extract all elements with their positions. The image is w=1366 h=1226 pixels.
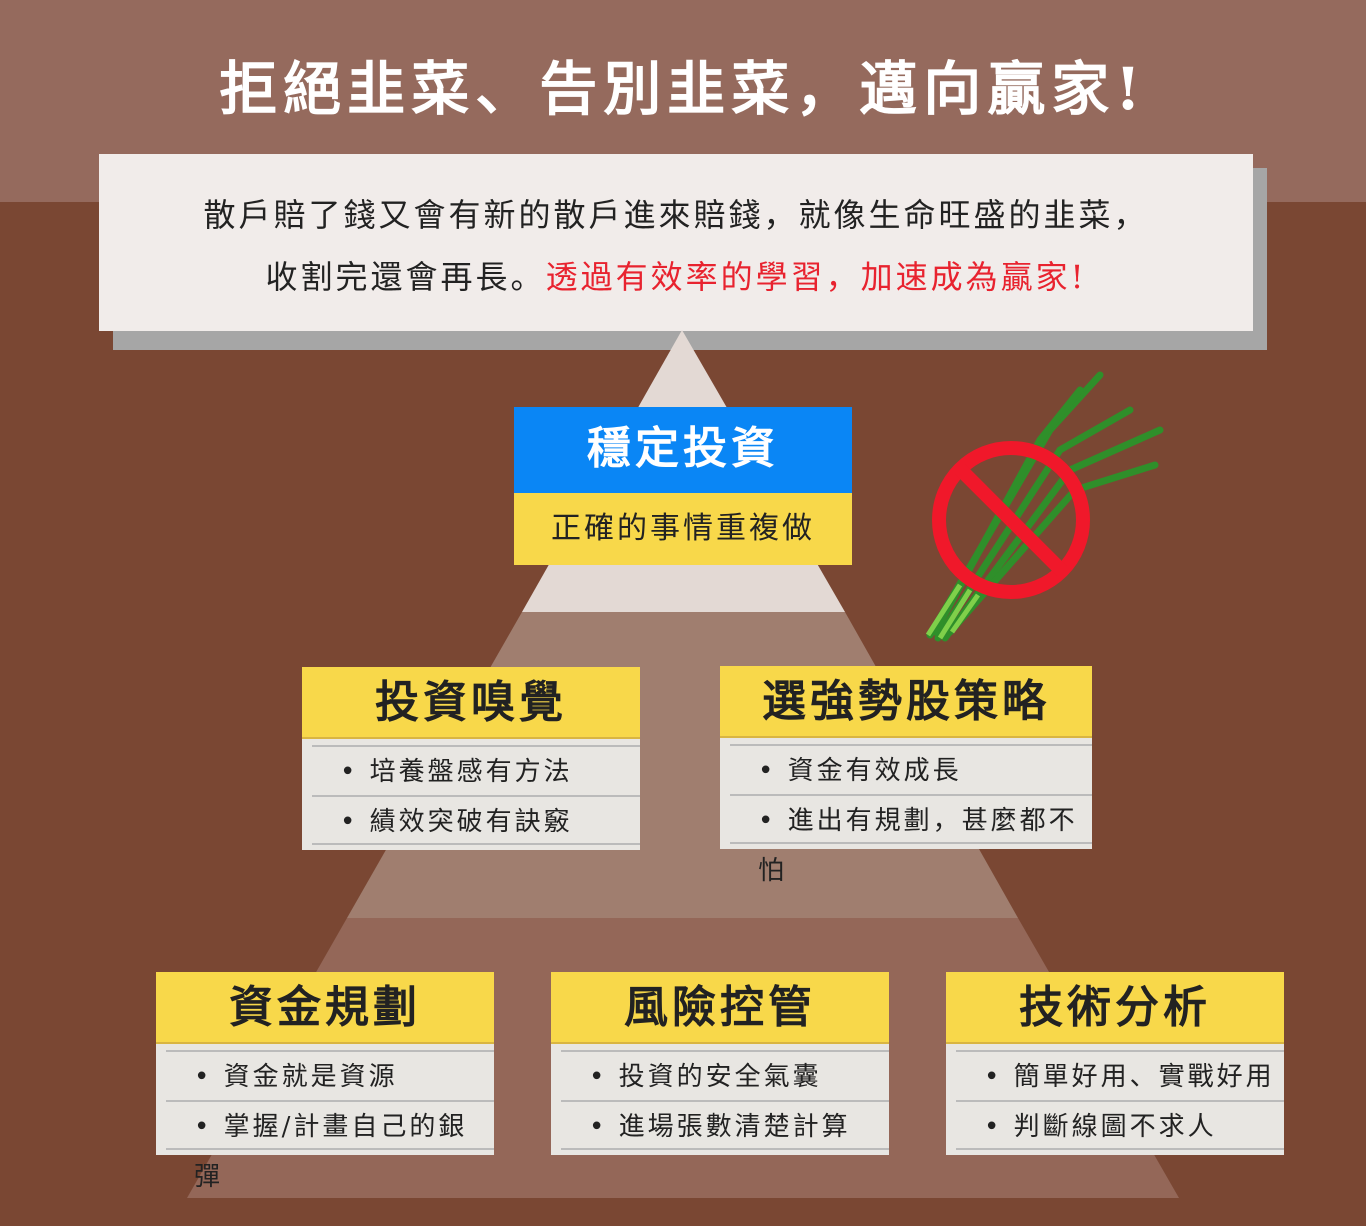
intro-line-1: 散戶賠了錢又會有新的散戶進來賠錢，就像生命旺盛的韭菜， (203, 196, 1149, 234)
list-item: • 進場張數清楚計算 (561, 1100, 889, 1150)
card-technical-analysis: 技術分析 • 簡單好用、實戰好用• 判斷線圖不求人 (946, 972, 1284, 1155)
card-heading: 投資嗅覺 (302, 667, 640, 739)
list-item: • 判斷線圖不求人 (956, 1100, 1284, 1150)
card-investment-sense: 投資嗅覺 • 培養盤感有方法• 績效突破有訣竅 (302, 667, 640, 850)
list-item: • 進出有規劃，甚麼都不怕 (730, 794, 1092, 886)
card-heading: 風險控管 (551, 972, 889, 1044)
list-item: • 掌握/計畫自己的銀彈 (166, 1100, 494, 1192)
card-subtitle: 正確的事情重複做 (514, 493, 852, 565)
card-heading: 選強勢股策略 (720, 666, 1092, 738)
page-title: 拒絕韭菜、告別韭菜，邁向贏家! (219, 55, 1147, 123)
list-item: • 培養盤感有方法 (312, 745, 640, 795)
card-risk-control: 風險控管 • 投資的安全氣囊• 進場張數清楚計算 (551, 972, 889, 1155)
card-heading: 資金規劃 (156, 972, 494, 1044)
intro-line-2: 收割完還會再長。透過有效率的學習，加速成為贏家! (99, 246, 1253, 308)
list-item: • 績效突破有訣竅 (312, 795, 640, 845)
list-item: • 投資的安全氣囊 (561, 1050, 889, 1100)
list-item: • 資金有效成長 (730, 744, 1092, 794)
list-item: • 資金就是資源 (166, 1050, 494, 1100)
card-capital-planning: 資金規劃 • 資金就是資源• 掌握/計畫自己的銀彈 (156, 972, 494, 1192)
card-stable-investing: 穩定投資 正確的事情重複做 (514, 407, 852, 565)
card-heading: 技術分析 (946, 972, 1284, 1044)
intro-plain: 收割完還會再長。 (265, 258, 546, 296)
card-heading: 穩定投資 (514, 407, 852, 493)
card-strong-stock-strategy: 選強勢股策略 • 資金有效成長• 進出有規劃，甚麼都不怕 (720, 666, 1092, 886)
intro-highlight: 透過有效率的學習，加速成為贏家! (545, 258, 1087, 296)
no-leek-icon (925, 371, 1164, 642)
intro-box: 散戶賠了錢又會有新的散戶進來賠錢，就像生命旺盛的韭菜， 收割完還會再長。透過有效… (99, 154, 1253, 331)
list-item: • 簡單好用、實戰好用 (956, 1050, 1284, 1100)
